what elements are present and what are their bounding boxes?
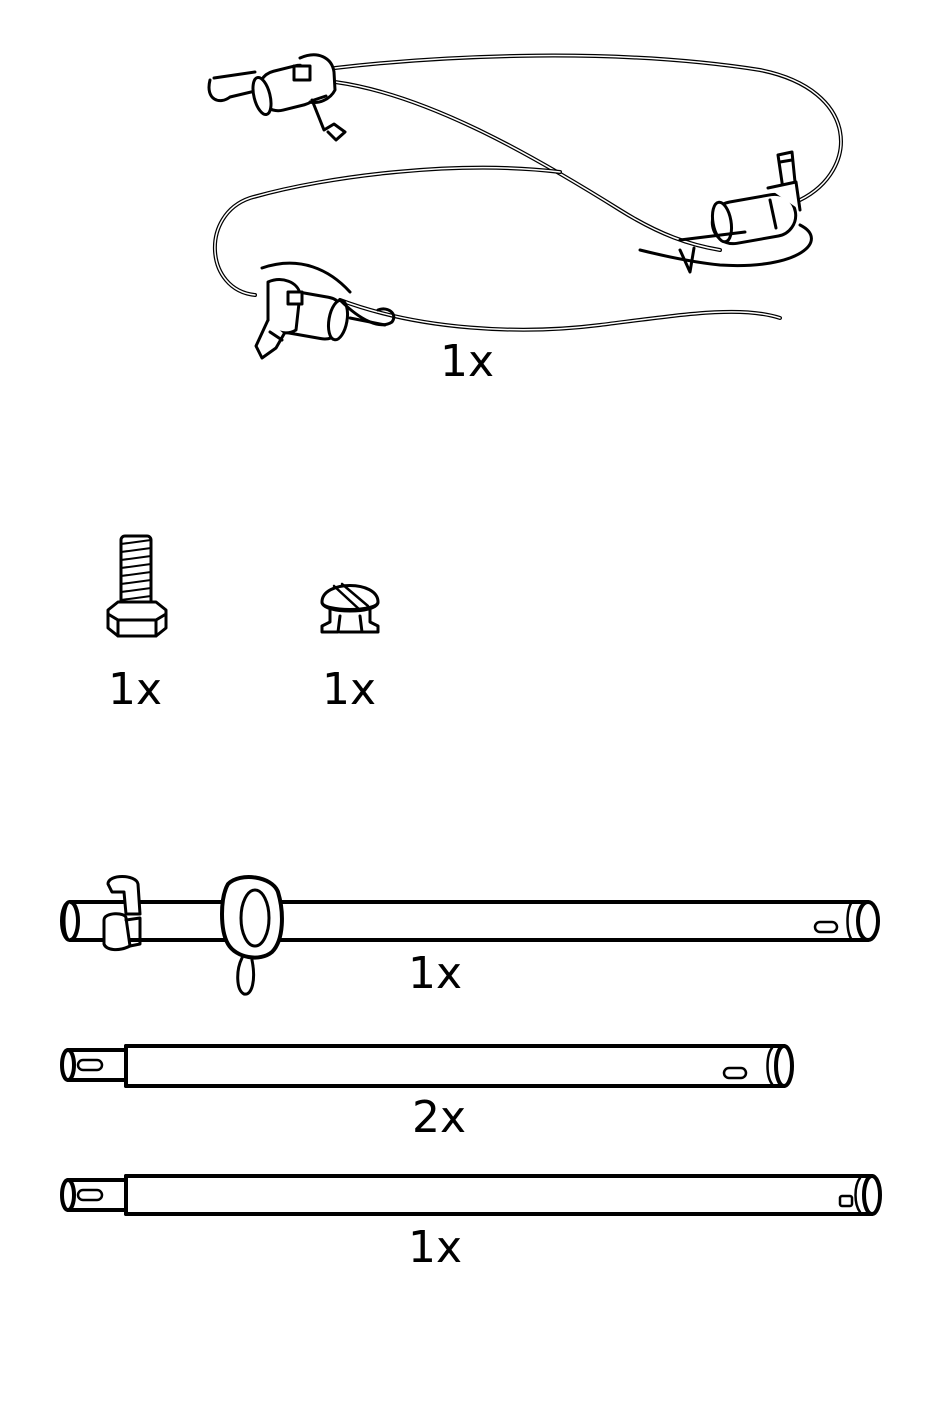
quantity-label-rod-with-rings: 1x [408,952,462,996]
tube-segment-medium-icon [62,1046,792,1086]
quantity-label-bolt: 1x [108,668,162,712]
socket-right [680,152,800,272]
lamp-cord-with-sockets-icon [209,55,841,358]
snap-cap-icon [322,584,378,632]
tube-with-clips-icon [62,877,878,995]
quantity-label-cord-set: 1x [440,340,494,384]
quantity-label-rod-long: 1x [408,1226,462,1270]
hex-bolt-icon [108,536,166,636]
quantity-label-rod-medium: 2x [412,1096,466,1140]
tube-segment-long-icon [62,1176,880,1214]
socket-top-left [209,55,345,140]
socket-bottom-left [256,280,394,358]
quantity-label-cap: 1x [322,668,376,712]
